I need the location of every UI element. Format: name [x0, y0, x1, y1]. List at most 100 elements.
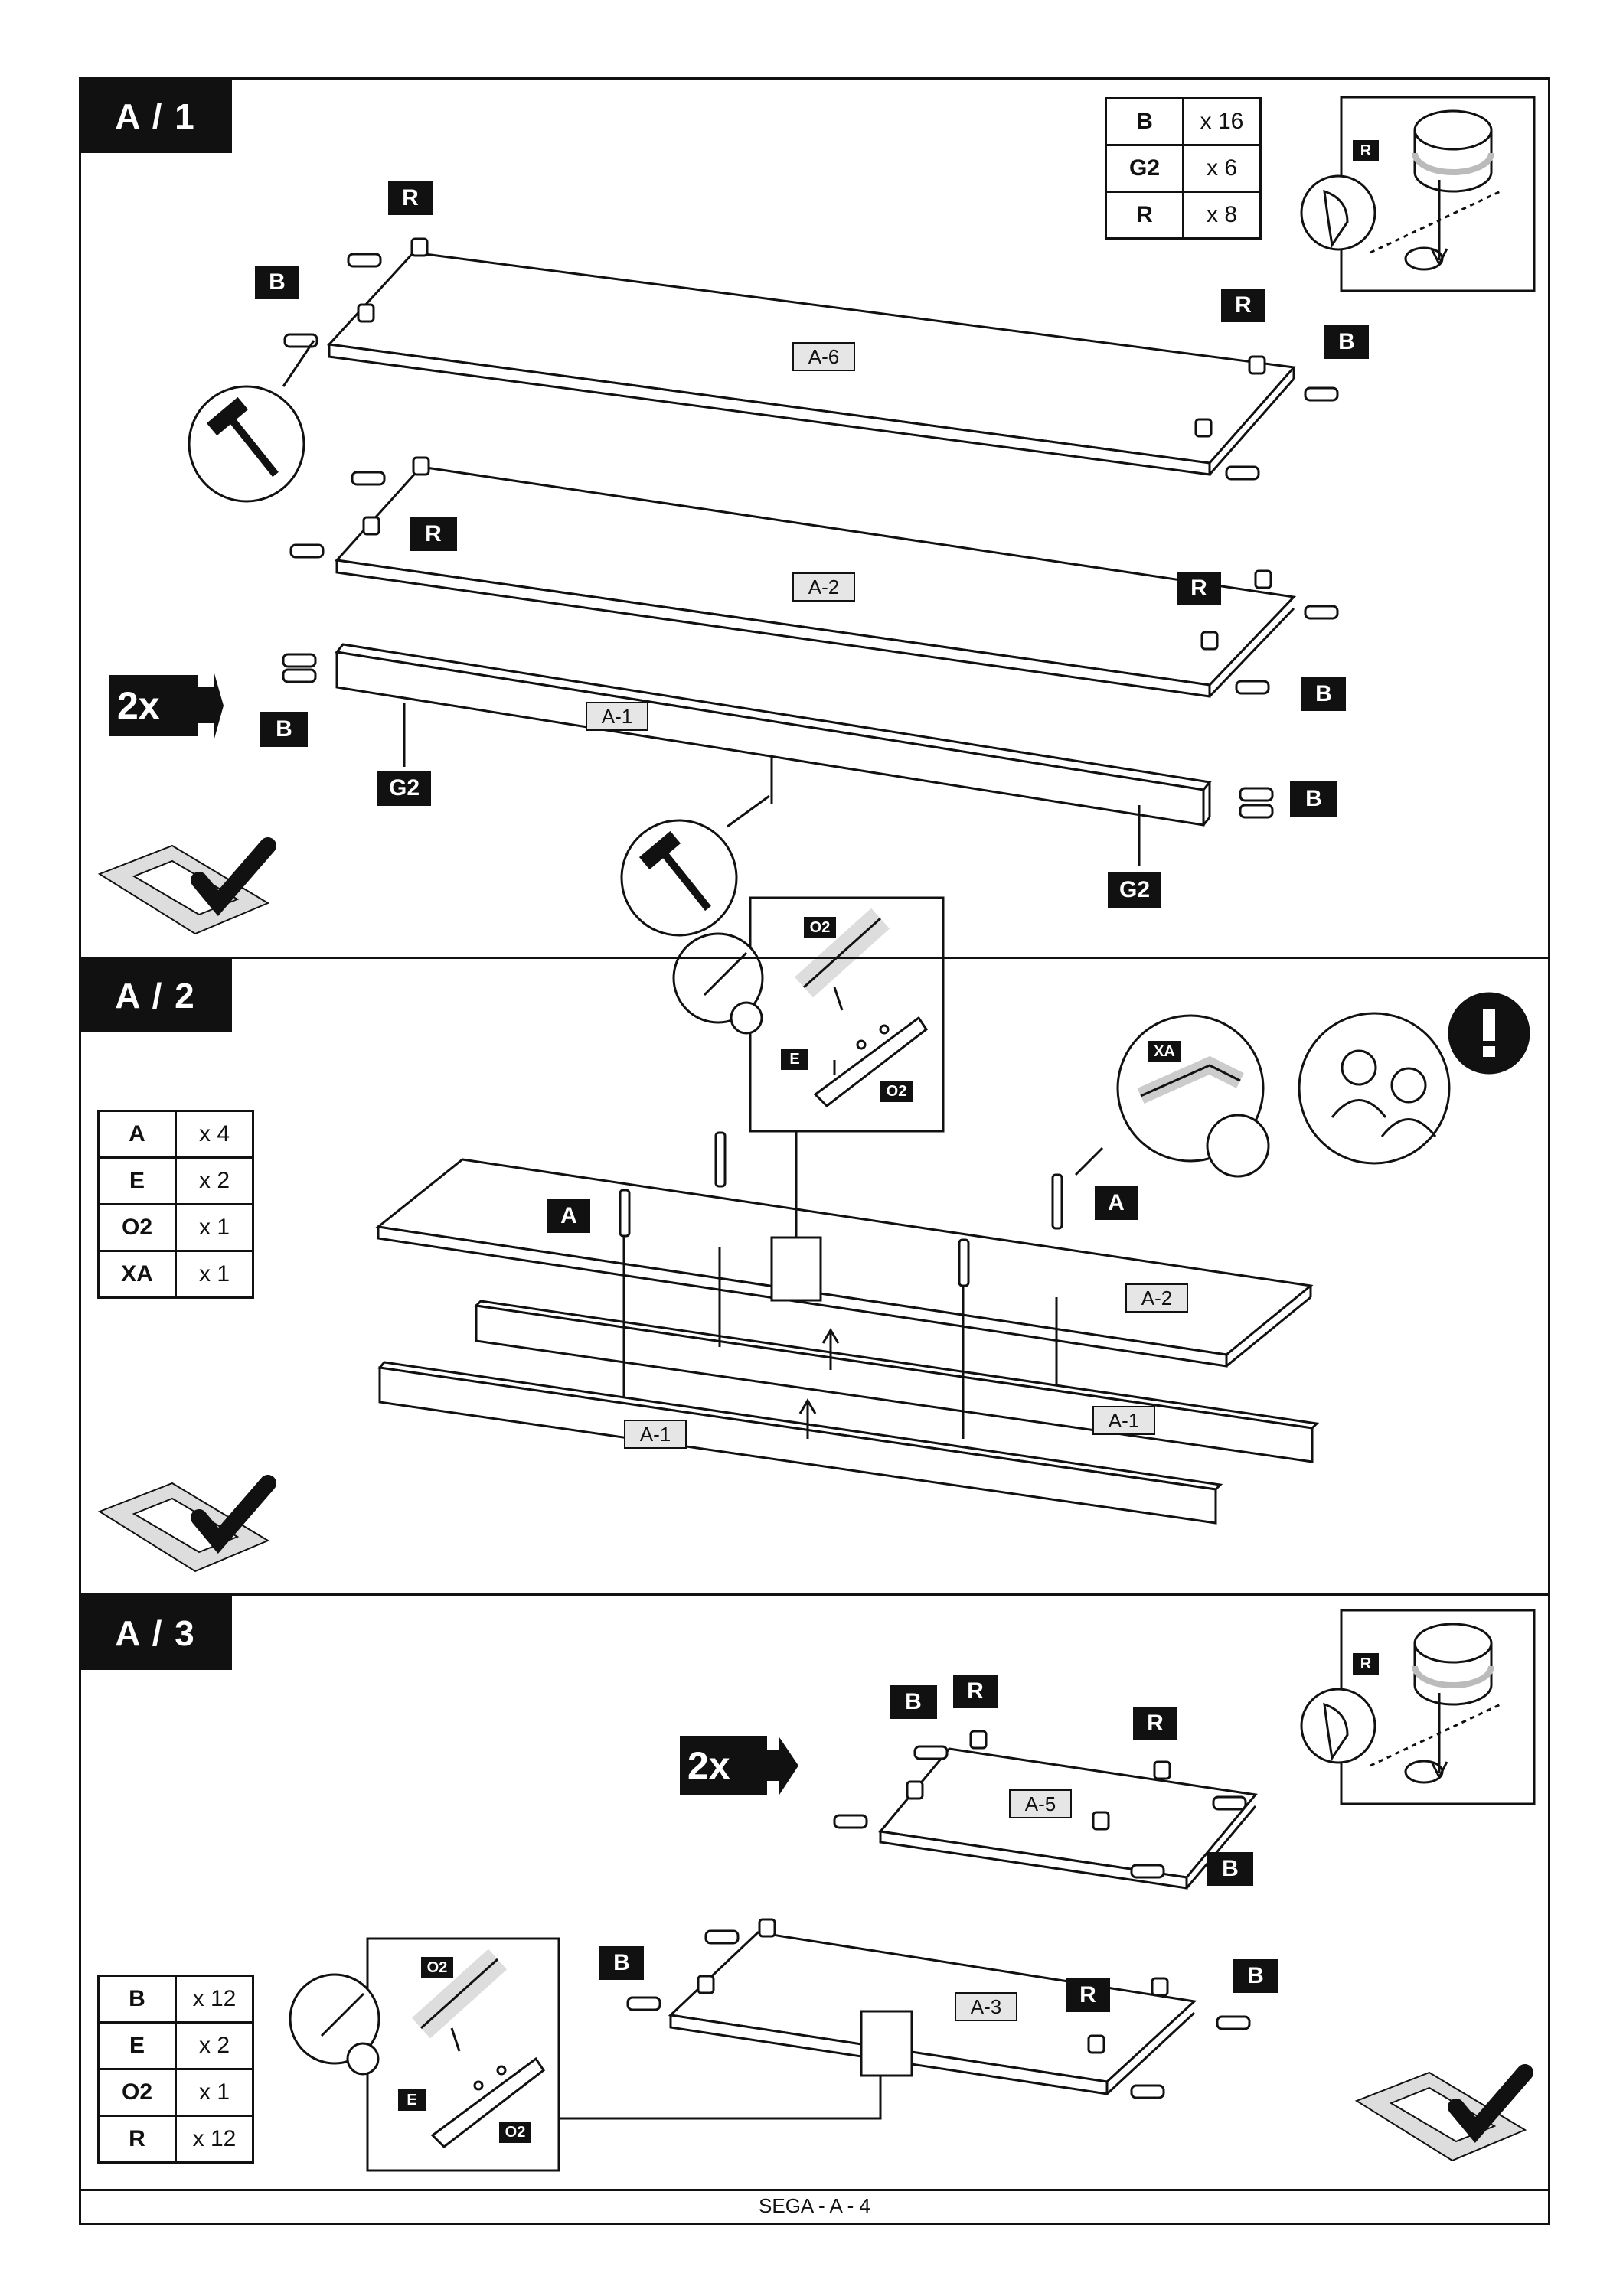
multiplier-2x: 2x — [109, 675, 198, 736]
part-id: E — [97, 1156, 177, 1205]
part-qty: x 16 — [1182, 97, 1262, 146]
callout-b: B — [260, 712, 308, 747]
hammer-icon — [620, 794, 770, 937]
rail-a1-shape — [335, 643, 1212, 827]
panel-label-a1: A-1 — [586, 702, 648, 731]
dowel-bracket-detail — [749, 896, 945, 1133]
callout-b: B — [255, 266, 299, 299]
callout-a: A — [547, 1199, 590, 1233]
callout-r: R — [388, 181, 433, 215]
section-divider — [79, 957, 1550, 959]
two-person-icon — [1298, 1012, 1451, 1165]
warning-icon — [1448, 992, 1530, 1075]
part-qty: x 4 — [175, 1110, 254, 1159]
callout-r: R — [1221, 289, 1265, 322]
panel-label-a5: A-5 — [1009, 1789, 1072, 1818]
cam-locks-step1 — [357, 237, 1272, 651]
callout-b: B — [1301, 677, 1346, 711]
checkmark-icon — [97, 1475, 276, 1573]
part-qty: x 12 — [175, 2115, 254, 2164]
dowels-step1 — [282, 253, 1339, 819]
part-qty: x 1 — [175, 1250, 254, 1299]
assembly-lines-step2 — [622, 1087, 1058, 1439]
arrow-icon — [766, 1737, 798, 1795]
part-id: R — [97, 2115, 177, 2164]
detail-label-r: R — [1353, 1653, 1379, 1675]
callout-r: R — [953, 1675, 998, 1708]
callout-b: B — [1233, 1959, 1278, 1993]
screwdriver-no-icon — [289, 1973, 380, 2076]
dowels-step3 — [626, 1745, 1251, 2099]
screws-g2 — [403, 703, 1141, 866]
part-qty: x 2 — [175, 2021, 254, 2070]
allen-key-detail — [1074, 1014, 1270, 1178]
hammer-icon — [188, 340, 315, 503]
screwdriver-no-icon — [672, 932, 764, 1035]
callout-r: R — [1133, 1707, 1177, 1740]
callout-b: B — [1324, 325, 1369, 359]
panel-label-a1: A-1 — [1092, 1406, 1155, 1435]
panel-label-a2: A-2 — [1125, 1283, 1188, 1313]
page-frame — [79, 77, 1550, 2225]
part-id: A — [97, 1110, 177, 1159]
step-tag-a1: A / 1 — [79, 79, 232, 153]
part-qty: x 1 — [175, 2068, 254, 2117]
cam-lock-detail-icon — [1300, 1609, 1536, 1805]
callout-b: B — [890, 1685, 937, 1719]
panel-label-a6: A-6 — [792, 342, 855, 371]
part-id: O2 — [97, 2068, 177, 2117]
screw-a-parts — [619, 1131, 1063, 1287]
part-id: B — [1105, 97, 1184, 146]
detail-label-o2: O2 — [880, 1081, 913, 1102]
part-qty: x 1 — [175, 1203, 254, 1252]
page-footer: SEGA - A - 4 — [759, 2193, 870, 2217]
panel-label-a1: A-1 — [624, 1420, 687, 1449]
cam-locks-step3 — [697, 1730, 1171, 2054]
part-qty: x 2 — [175, 1156, 254, 1205]
part-id: G2 — [1105, 144, 1184, 193]
part-id: B — [97, 1975, 177, 2024]
callout-g2: G2 — [377, 771, 431, 806]
arrow-icon — [197, 673, 224, 739]
checkmark-icon — [97, 837, 276, 935]
step-tag-a2: A / 2 — [79, 958, 232, 1032]
step-tag-a3: A / 3 — [79, 1596, 232, 1670]
panel-label-a3: A-3 — [955, 1992, 1017, 2021]
callout-b: B — [1207, 1852, 1253, 1886]
part-id: E — [97, 2021, 177, 2070]
bracket-connect-step3 — [559, 2010, 913, 2120]
callout-r: R — [1177, 572, 1221, 605]
detail-label-o2: O2 — [499, 2122, 531, 2143]
detail-label-o2: O2 — [804, 917, 836, 938]
detail-label-xa: XA — [1148, 1041, 1181, 1062]
callout-r: R — [410, 517, 457, 551]
rail-a1-front-shape — [377, 1361, 1223, 1525]
detail-label-r: R — [1353, 140, 1379, 161]
cam-lock-detail-icon — [1300, 96, 1536, 292]
callout-a: A — [1095, 1186, 1138, 1220]
panel-label-a2: A-2 — [792, 572, 855, 602]
callout-b: B — [599, 1946, 644, 1980]
part-id: O2 — [97, 1203, 177, 1252]
part-qty: x 6 — [1182, 144, 1262, 193]
multiplier-2x: 2x — [680, 1736, 767, 1795]
part-id: R — [1105, 191, 1184, 240]
section-divider — [79, 2189, 1550, 2191]
detail-label-e: E — [398, 2089, 426, 2111]
part-qty: x 12 — [175, 1975, 254, 2024]
detail-label-e: E — [781, 1049, 808, 1070]
